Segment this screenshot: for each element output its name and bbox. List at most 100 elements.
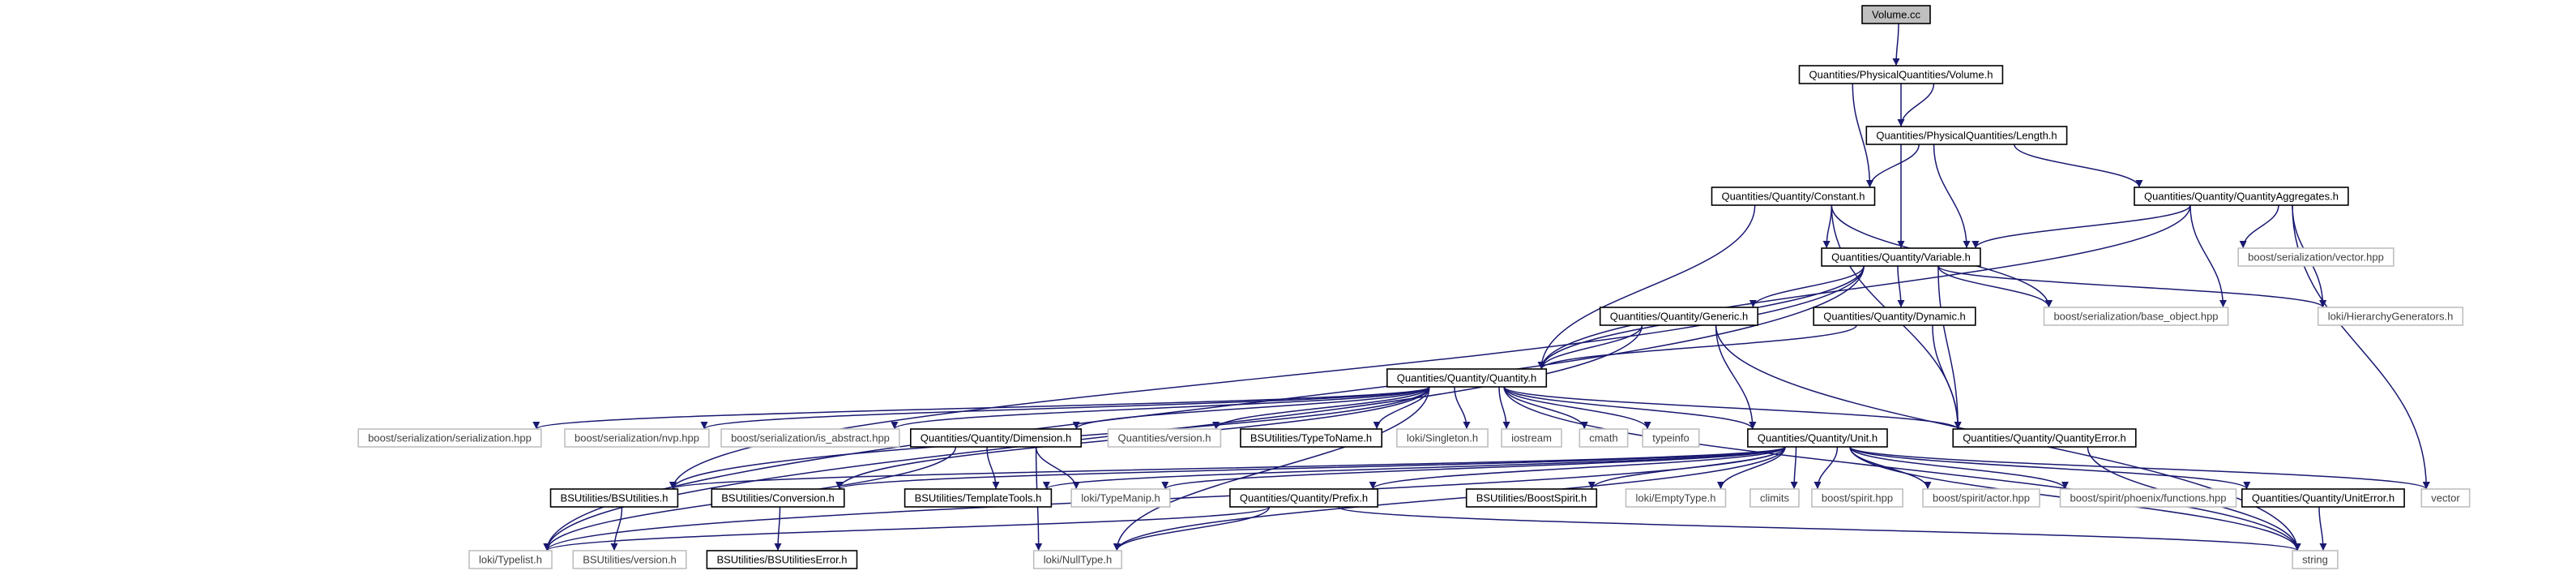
edge-generic_h-to-typelist_h	[543, 324, 1643, 551]
edge-aggregates_h-to-ser_vector	[2239, 204, 2279, 249]
node-phoenix-functions: boost/spirit/phoenix/functions.hpp	[2059, 488, 2237, 508]
edge-quantity_h-to-iostream	[1498, 386, 1510, 430]
node-box	[2420, 488, 2471, 508]
node-volume-cc[interactable]: Volume.cc	[1861, 5, 1931, 24]
node-box	[1229, 488, 1379, 508]
edge-quantity_h-to-singleton_h	[1454, 386, 1471, 430]
node-label: vector	[2431, 492, 2460, 504]
edge-unit_h-to-templatetools_h	[1043, 446, 1786, 490]
node-ser-serialization: boost/serialization/serialization.hpp	[357, 428, 542, 448]
node-conversion-h[interactable]: BSUtilities/Conversion.h	[711, 488, 845, 508]
edge-quantity_h-to-typetoname_h	[1373, 386, 1430, 430]
node-constant-h[interactable]: Quantities/Quantity/Constant.h	[1711, 187, 1876, 206]
edge-unit_h-to-prefix_h	[1369, 446, 1786, 490]
node-climits: climits	[1749, 488, 1800, 508]
edge-length_h-to-aggregates_h	[2014, 144, 2143, 188]
edge-constant_h-to-quantity_h	[1537, 204, 1756, 370]
edge-quantity_h-to-quantityerror_h	[1503, 386, 1962, 430]
edge-uniterror_h-to-string	[2318, 506, 2327, 551]
node-label: loki/TypeManip.h	[1081, 492, 1160, 504]
node-generic-h[interactable]: Quantities/Quantity/Generic.h	[1599, 307, 1758, 326]
node-box	[1070, 488, 1171, 508]
node-box	[720, 428, 900, 448]
node-emptytype-h: loki/EmptyType.h	[1625, 488, 1727, 508]
edge-quantity_h-to-dimension_h	[1072, 386, 1430, 430]
node-boostspirit-h[interactable]: BSUtilities/BoostSpirit.h	[1465, 488, 1598, 508]
nodes-layer: Volume.ccQuantities/PhysicalQuantities/V…	[357, 5, 2471, 569]
edge-quantity_h-to-qversion_h	[1212, 386, 1430, 430]
node-typetoname-h[interactable]: BSUtilities/TypeToName.h	[1240, 428, 1383, 448]
edge-aggregates_h-to-quantity_h	[1537, 204, 2191, 370]
node-label: boost/serialization/vector.hpp	[2248, 251, 2384, 264]
edge-unit_h-to-conversion_h	[835, 446, 1786, 490]
node-box	[711, 488, 845, 508]
node-box	[2043, 307, 2229, 326]
node-bsutilities-h[interactable]: BSUtilities/BSUtilities.h	[549, 488, 679, 508]
node-label: BSUtilities/version.h	[583, 554, 677, 566]
node-uniterror-h[interactable]: Quantities/Quantity/UnitError.h	[2241, 488, 2405, 508]
node-ser-is-abstract: boost/serialization/is_abstract.hpp	[720, 428, 900, 448]
node-box	[706, 550, 858, 569]
edge-variable_h-to-dynamic_h	[1897, 265, 1905, 308]
node-label: BSUtilities/BSUtilitiesError.h	[716, 554, 847, 566]
edge-unit_h-to-typemanip_h	[1161, 446, 1786, 490]
node-label: Quantities/Quantity/Dimension.h	[921, 432, 1071, 444]
node-label: BSUtilities/TypeToName.h	[1250, 432, 1372, 444]
node-label: boost/spirit/phoenix/functions.hpp	[2070, 492, 2227, 504]
edge-unit_h-to-phoenix_functions	[1849, 446, 2069, 490]
edges-layer	[532, 23, 2430, 551]
node-nulltype-h: loki/NullType.h	[1032, 550, 1122, 569]
edge-prefix_h-to-typelist_h	[543, 506, 1271, 551]
node-label: Quantities/Quantity/Dynamic.h	[1823, 311, 1966, 323]
node-label: loki/Singleton.h	[1407, 432, 1478, 444]
node-box	[2059, 488, 2237, 508]
node-dimension-h[interactable]: Quantities/Quantity/Dimension.h	[910, 428, 1083, 448]
node-prefix-h[interactable]: Quantities/Quantity/Prefix.h	[1229, 488, 1379, 508]
edge-constant_h-to-variable_h	[1822, 204, 1833, 249]
node-box	[910, 428, 1083, 448]
edge-conversion_h-to-bserror_h	[774, 506, 782, 551]
edge-dimension_h-to-templatetools_h	[986, 446, 1000, 490]
node-templatetools-h[interactable]: BSUtilities/TemplateTools.h	[904, 488, 1053, 508]
edge-unit_h-to-climits	[1790, 446, 1798, 490]
node-aggregates-h[interactable]: Quantities/Quantity/QuantityAggregates.h	[2134, 187, 2349, 206]
node-label: loki/NullType.h	[1044, 554, 1113, 566]
node-string: string	[2292, 550, 2339, 569]
node-spirit-actor: boost/spirit/actor.hpp	[1922, 488, 2040, 508]
edge-volume_cc-to-volume_h	[1892, 23, 1900, 67]
node-box	[1865, 126, 2068, 145]
node-variable-h[interactable]: Quantities/Quantity/Variable.h	[1821, 247, 1981, 267]
edge-quantity_h-to-typeinfo	[1503, 386, 1651, 430]
node-label: BSUtilities/BSUtilities.h	[561, 492, 669, 504]
node-length-h[interactable]: Quantities/PhysicalQuantities/Length.h	[1865, 126, 2068, 145]
edge-volume_h-to-constant_h	[1852, 83, 1873, 188]
node-label: Quantities/Quantity/Variable.h	[1831, 251, 1971, 264]
node-label: typeinfo	[1652, 432, 1690, 444]
edge-dimension_h-to-typemanip_h	[1035, 446, 1080, 490]
node-label: string	[2302, 554, 2328, 566]
node-box	[1240, 428, 1383, 448]
node-box	[1749, 488, 1800, 508]
edge-unit_h-to-bsutilities_h	[669, 446, 1786, 490]
node-label: BSUtilities/Conversion.h	[721, 492, 834, 504]
node-label: Quantities/Quantity/QuantityError.h	[1963, 432, 2126, 444]
edge-quantity_h-to-ser_is_abstract	[891, 386, 1430, 430]
node-box	[1396, 428, 1489, 448]
node-label: BSUtilities/TemplateTools.h	[915, 492, 1042, 504]
node-typeinfo: typeinfo	[1642, 428, 1700, 448]
node-dynamic-h[interactable]: Quantities/Quantity/Dynamic.h	[1813, 307, 1976, 326]
edge-quantity_h-to-ser_nvp	[700, 386, 1430, 430]
node-unit-h[interactable]: Quantities/Quantity/Unit.h	[1747, 428, 1888, 448]
node-volume-h[interactable]: Quantities/PhysicalQuantities/Volume.h	[1798, 65, 2004, 84]
node-label: Quantities/Quantity/Generic.h	[1610, 311, 1749, 323]
node-label: boost/serialization/nvp.hpp	[575, 432, 699, 444]
edge-variable_h-to-base_object	[1937, 265, 2053, 308]
node-box	[904, 488, 1053, 508]
node-box	[1811, 488, 1903, 508]
node-label: Quantities/Quantity/Quantity.h	[1397, 372, 1536, 384]
edge-volume_h-to-length_h	[1897, 83, 1935, 127]
node-bserror-h[interactable]: BSUtilities/BSUtilitiesError.h	[706, 550, 858, 569]
node-quantityerror-h[interactable]: Quantities/Quantity/QuantityError.h	[1952, 428, 2137, 448]
node-quantity-h[interactable]: Quantities/Quantity/Quantity.h	[1386, 368, 1548, 388]
edge-generic_h-to-quantity_h	[1537, 324, 1643, 370]
